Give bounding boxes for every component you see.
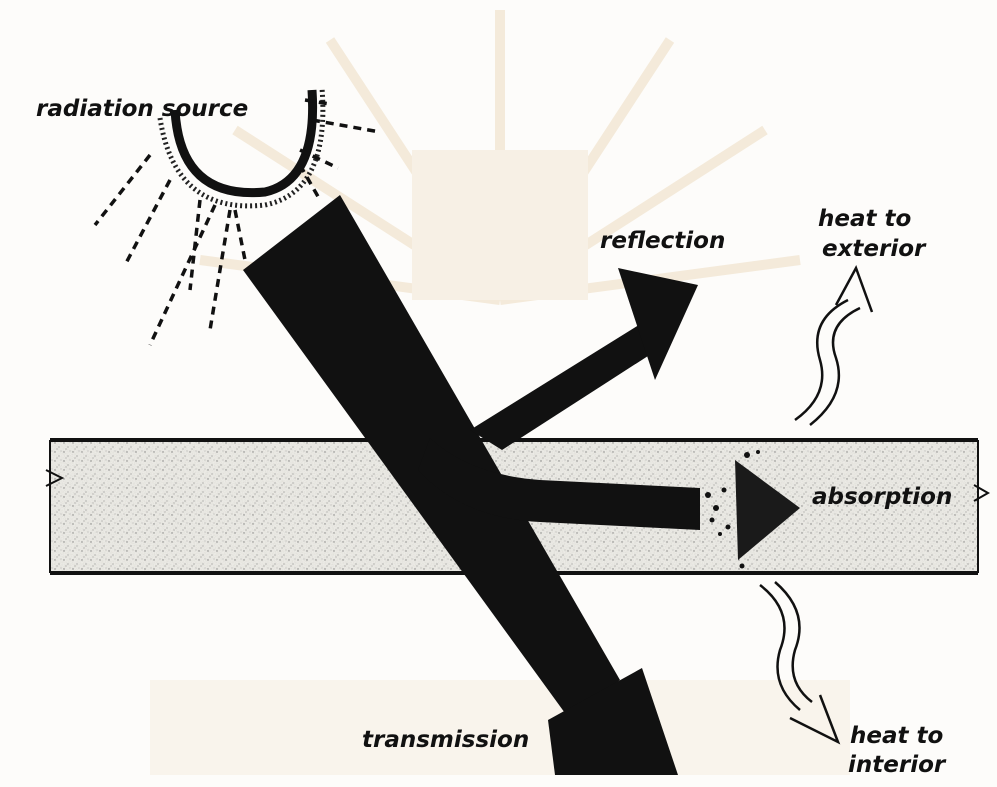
- heat-to-interior-label-line1: heat to: [850, 723, 943, 750]
- absorption-label: absorption: [812, 484, 952, 511]
- heat-to-exterior-label-line1: heat to: [818, 206, 911, 233]
- heat-to-exterior-label-line2: exterior: [822, 236, 925, 263]
- watermark-seal: [150, 10, 850, 775]
- transmission-label: transmission: [362, 727, 529, 754]
- radiation-source-label: radiation source: [36, 96, 248, 123]
- heat-to-interior-label-line2: interior: [848, 752, 945, 779]
- wavy-hollow-arrow-icon: [795, 268, 872, 425]
- reflection-label: reflection: [600, 228, 725, 255]
